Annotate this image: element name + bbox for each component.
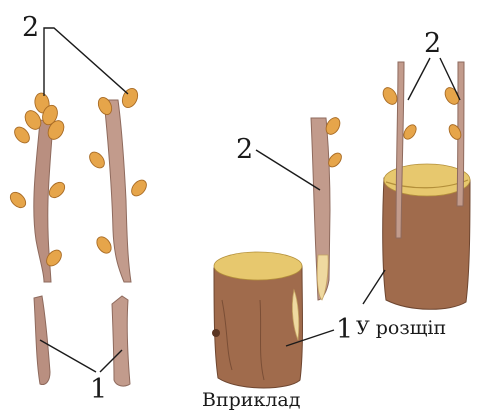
middle-scion [311,115,344,300]
side-graft-rootstock [212,252,303,388]
cleft-graft [380,62,470,309]
label-scion-middle: 2 [236,134,253,165]
left-rootstock-pieces [34,296,130,386]
left-scion-cuttings [7,86,149,282]
label-rootstock-middle: 1 [336,314,353,345]
label-scion-left: 2 [22,12,39,43]
caption-cleft-graft: У розщіп [356,317,446,339]
label-rootstock-left: 1 [90,374,107,405]
label-scion-right: 2 [424,28,441,59]
caption-side-graft: Вприклад [202,389,300,411]
